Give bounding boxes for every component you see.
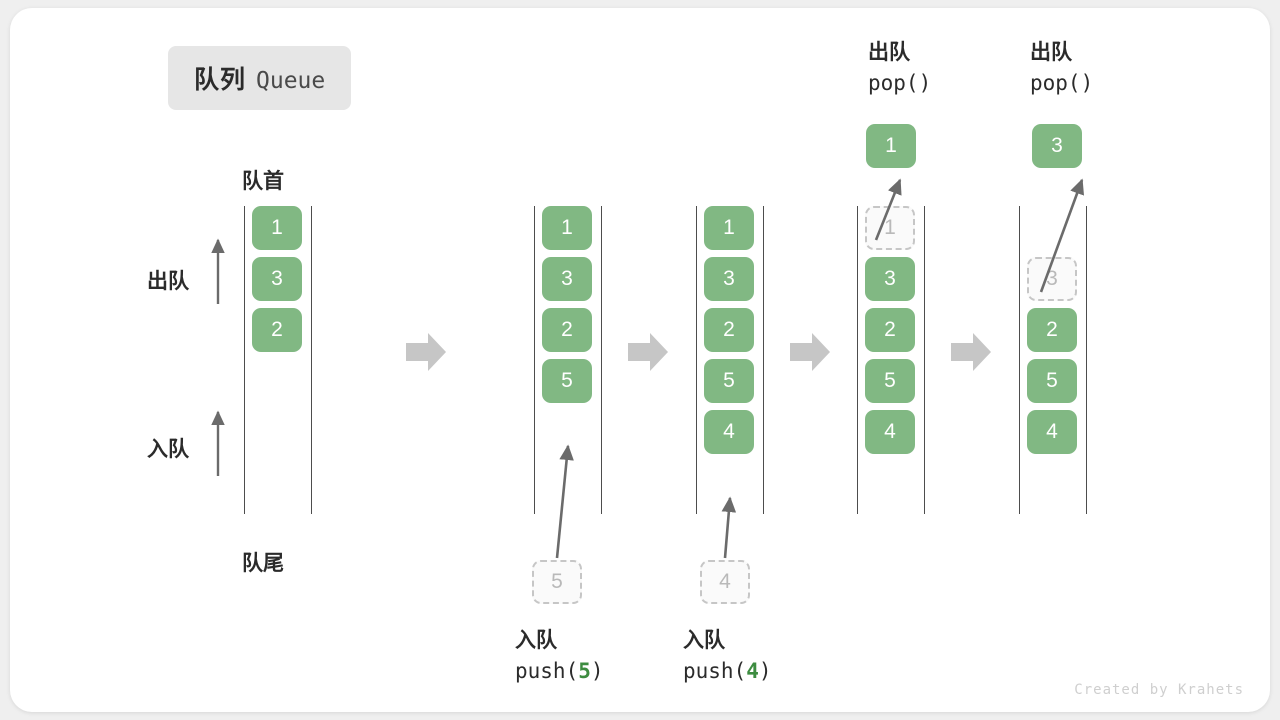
pop-label-code: pop() [1030, 71, 1094, 96]
queue-element: 1 [252, 206, 302, 250]
queue-element: 2 [865, 308, 915, 352]
queue-rail-right [924, 206, 925, 514]
credit-text: Created by Krahets [1074, 682, 1244, 698]
diagram-card: 队列 Queue 队首 队尾 出队 入队 1 3 2 1 3 2 5 1 3 2 5 4 1 3 2 5 4 3 2… [10, 8, 1270, 712]
diagram-stage: 队列 Queue 队首 队尾 出队 入队 1 3 2 1 3 2 5 1 3 2 5 4 1 3 2 5 4 3 2… [10, 8, 1270, 712]
queue-slot-stack: 3 2 5 4 [1027, 206, 1079, 461]
step-arrow-1 [406, 333, 446, 371]
queue-column: 1 3 2 5 4 [696, 206, 764, 514]
queue-rail-left [1019, 206, 1020, 514]
diagram-title-badge: 队列 Queue [168, 46, 352, 110]
popped-element: 3 [1032, 124, 1082, 168]
queue-rail-left [244, 206, 245, 514]
queue-slot-stack: 1 3 2 5 4 [704, 206, 756, 461]
step-arrow-4 [951, 333, 991, 371]
queue-element: 2 [542, 308, 592, 352]
step-arrow-2 [628, 333, 668, 371]
queue-rail-right [1086, 206, 1087, 514]
push-operation-caption: 入队 push(4) [683, 626, 772, 687]
step-arrow-3 [790, 333, 830, 371]
queue-element: 2 [252, 308, 302, 352]
queue-element: 4 [1027, 410, 1077, 454]
push-label-code: push(4) [683, 659, 772, 684]
queue-empty-slot [1027, 206, 1077, 250]
title-english: Queue [256, 68, 326, 94]
queue-element: 2 [1027, 308, 1077, 352]
queue-column: 1 3 2 [244, 206, 312, 514]
queue-rail-left [534, 206, 535, 514]
queue-rail-left [696, 206, 697, 514]
pending-push-element: 4 [700, 560, 750, 604]
queue-tail-label: 队尾 [242, 552, 284, 575]
push-label-chinese: 入队 [515, 629, 557, 652]
pending-push-element: 5 [532, 560, 582, 604]
pop-label-chinese: 出队 [868, 41, 910, 64]
queue-element: 5 [704, 359, 754, 403]
queue-element: 3 [704, 257, 754, 301]
queue-rail-right [601, 206, 602, 514]
pop-operation-caption: 出队 pop() [868, 38, 931, 99]
pop-label-chinese: 出队 [1030, 41, 1072, 64]
queue-element: 2 [704, 308, 754, 352]
queue-element: 5 [865, 359, 915, 403]
push-label-code: push(5) [515, 659, 604, 684]
queue-rail-right [763, 206, 764, 514]
queue-element: 1 [542, 206, 592, 250]
queue-slot-stack: 1 3 2 5 4 [865, 206, 917, 461]
queue-column: 1 3 2 5 [534, 206, 602, 514]
queue-slot-stack: 1 3 2 [252, 206, 304, 359]
queue-element: 1 [865, 206, 915, 250]
pop-operation-caption: 出队 pop() [1030, 38, 1093, 99]
queue-head-label: 队首 [242, 170, 284, 193]
pop-direction-label: 出队 [147, 270, 189, 293]
title-chinese: 队列 [194, 66, 247, 94]
queue-element: 3 [252, 257, 302, 301]
queue-element: 4 [704, 410, 754, 454]
pop-label-code: pop() [868, 71, 932, 96]
queue-element: 4 [865, 410, 915, 454]
queue-element: 5 [542, 359, 592, 403]
queue-element: 5 [1027, 359, 1077, 403]
queue-column: 3 2 5 4 [1019, 206, 1087, 514]
push-direction-label: 入队 [147, 438, 189, 461]
push-label-chinese: 入队 [683, 629, 725, 652]
popped-element: 1 [866, 124, 916, 168]
queue-column: 1 3 2 5 4 [857, 206, 925, 514]
queue-rail-right [311, 206, 312, 514]
queue-element: 3 [542, 257, 592, 301]
queue-rail-left [857, 206, 858, 514]
queue-element: 1 [704, 206, 754, 250]
queue-element: 3 [1027, 257, 1077, 301]
push-operation-caption: 入队 push(5) [515, 626, 604, 687]
queue-element: 3 [865, 257, 915, 301]
queue-slot-stack: 1 3 2 5 [542, 206, 594, 410]
